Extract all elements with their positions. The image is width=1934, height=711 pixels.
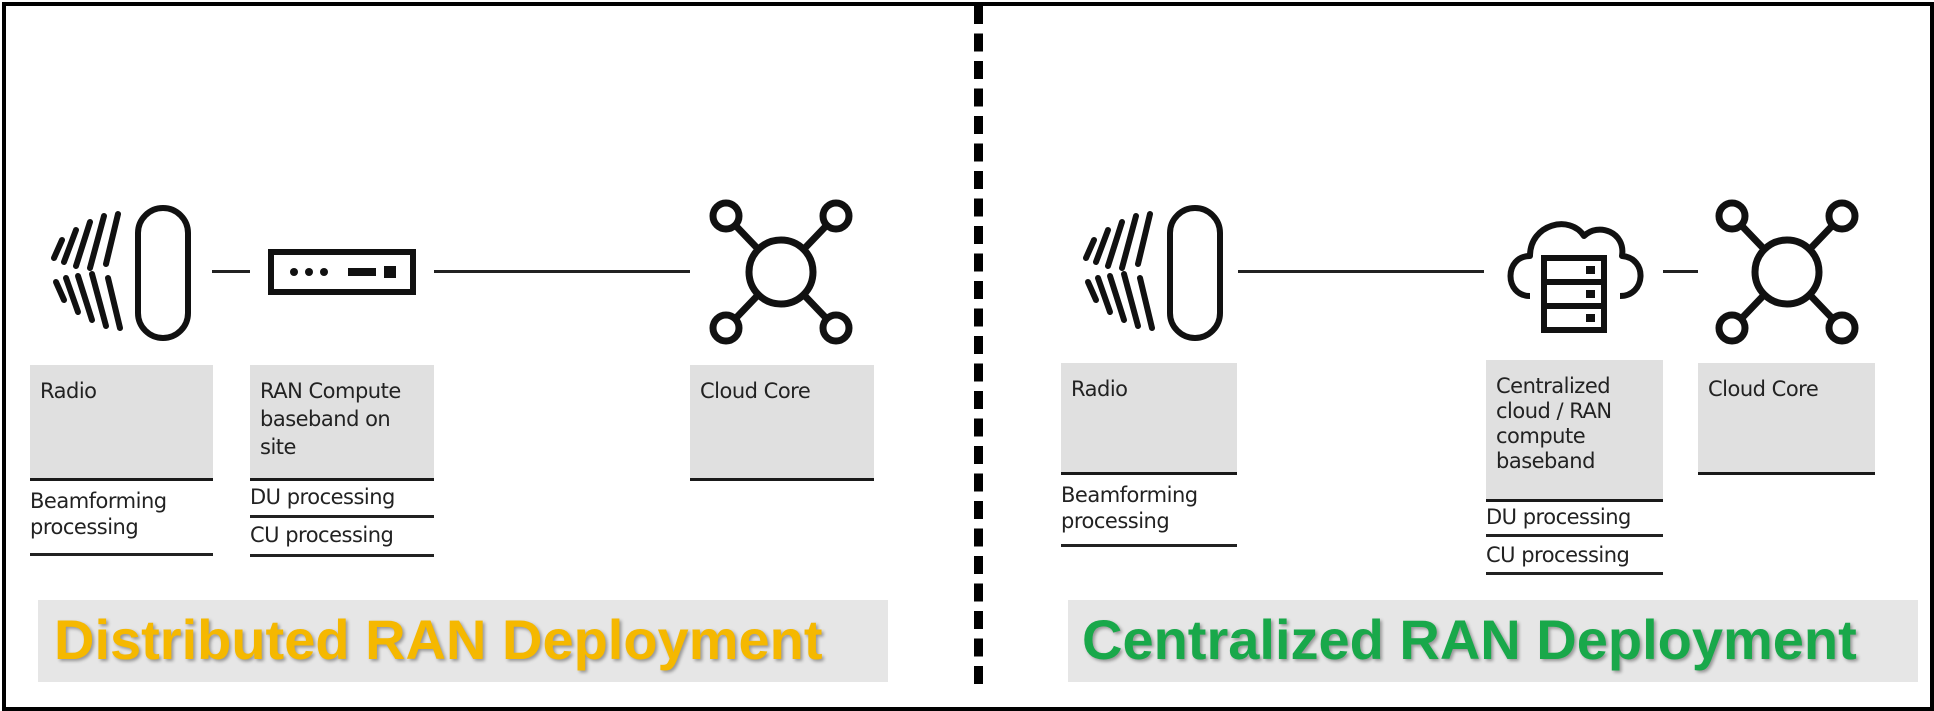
radio-sub-label: Beamforming processing [1061, 483, 1198, 533]
cloud-server-icon [1507, 221, 1644, 333]
core-label: Cloud Core [700, 379, 811, 403]
cloud-cu-underline [1486, 572, 1663, 575]
network-hub-icon [1715, 199, 1859, 345]
baseband-unit-icon [268, 249, 416, 295]
ran-du-underline [250, 515, 434, 518]
core-label-box: Cloud Core [1698, 363, 1875, 475]
cloud-cu-label: CU processing [1486, 543, 1630, 567]
cloud-du-underline [1486, 534, 1663, 537]
radio-sub-label: Beamforming processing [30, 489, 167, 539]
radio-sub-underline [1061, 544, 1237, 547]
ran-du-label: DU processing [250, 485, 395, 509]
ran-label-box: RAN Compute baseband on site [250, 365, 434, 481]
link-cloud-core [1663, 270, 1698, 273]
core-label: Cloud Core [1708, 377, 1819, 401]
radio-label: Radio [40, 379, 97, 403]
link-radio-cloud [1238, 270, 1484, 273]
network-hub-icon [709, 199, 853, 345]
ran-label: RAN Compute baseband on site [260, 379, 401, 459]
centralized-title: Centralized RAN Deployment [1082, 608, 1857, 671]
radio-label: Radio [1071, 377, 1128, 401]
ran-cu-underline [250, 554, 434, 557]
radio-label-box: Radio [1061, 363, 1237, 475]
radio-antenna-icon [51, 205, 191, 341]
core-label-box: Cloud Core [690, 365, 874, 481]
ran-cu-label: CU processing [250, 523, 394, 547]
radio-sub-underline [30, 553, 213, 556]
cloud-label: Centralized cloud / RAN compute baseband [1496, 374, 1612, 473]
link-radio-ran [212, 270, 250, 273]
link-ran-core [434, 270, 690, 273]
distributed-title: Distributed RAN Deployment [54, 608, 823, 671]
cloud-du-label: DU processing [1486, 505, 1631, 529]
panel-divider [974, 6, 983, 684]
radio-label-box: Radio [30, 365, 213, 481]
radio-antenna-icon [1083, 205, 1223, 341]
cloud-label-box: Centralized cloud / RAN compute baseband [1486, 360, 1663, 502]
distributed-banner: Distributed RAN Deployment [38, 600, 888, 682]
centralized-banner: Centralized RAN Deployment [1068, 600, 1918, 682]
